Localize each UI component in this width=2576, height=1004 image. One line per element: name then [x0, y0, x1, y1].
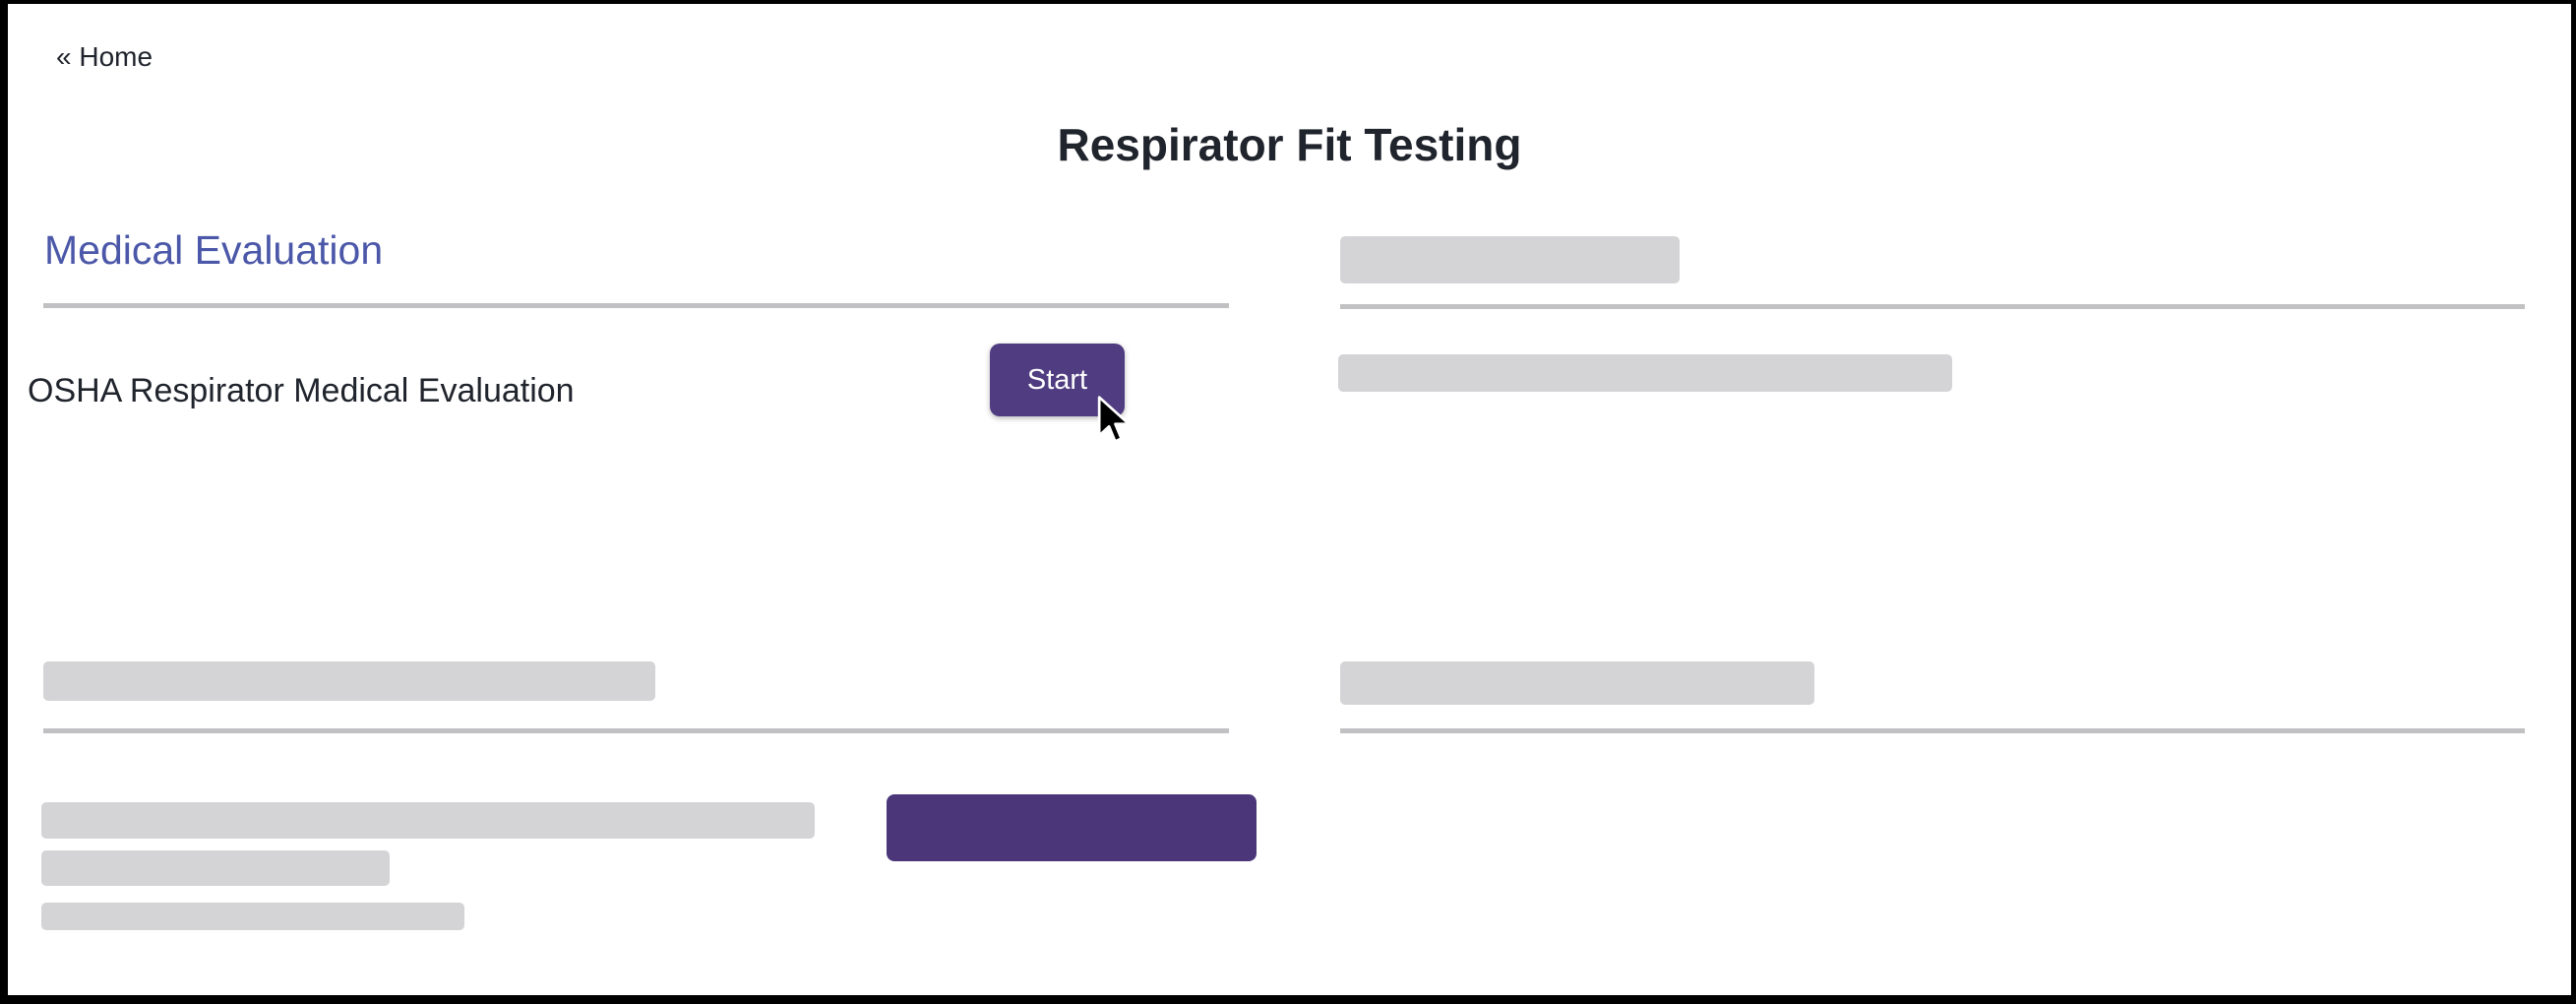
redacted-section-divider-left-bottom — [43, 728, 1229, 733]
redacted-section-divider-right-bottom — [1340, 728, 2525, 733]
redacted-section-heading-right — [1340, 236, 1680, 283]
redacted-item-line-1 — [41, 802, 815, 839]
redacted-section-heading-left-bottom — [43, 661, 655, 701]
redacted-action-button[interactable] — [887, 794, 1257, 861]
start-button[interactable]: Start — [990, 344, 1125, 416]
redacted-item-line-3 — [41, 903, 464, 930]
back-home-link[interactable]: « Home — [56, 41, 153, 72]
redacted-item-right — [1338, 354, 1952, 392]
redacted-section-heading-right-bottom — [1340, 661, 1814, 705]
medical-evaluation-divider — [43, 303, 1229, 308]
redacted-section-divider-right — [1340, 304, 2525, 309]
item-name-osha-respirator-medical-evaluation: OSHA Respirator Medical Evaluation — [28, 372, 575, 409]
redacted-item-line-2 — [41, 850, 390, 886]
section-heading-medical-evaluation: Medical Evaluation — [44, 227, 384, 273]
page-title: Respirator Fit Testing — [1057, 119, 1522, 170]
